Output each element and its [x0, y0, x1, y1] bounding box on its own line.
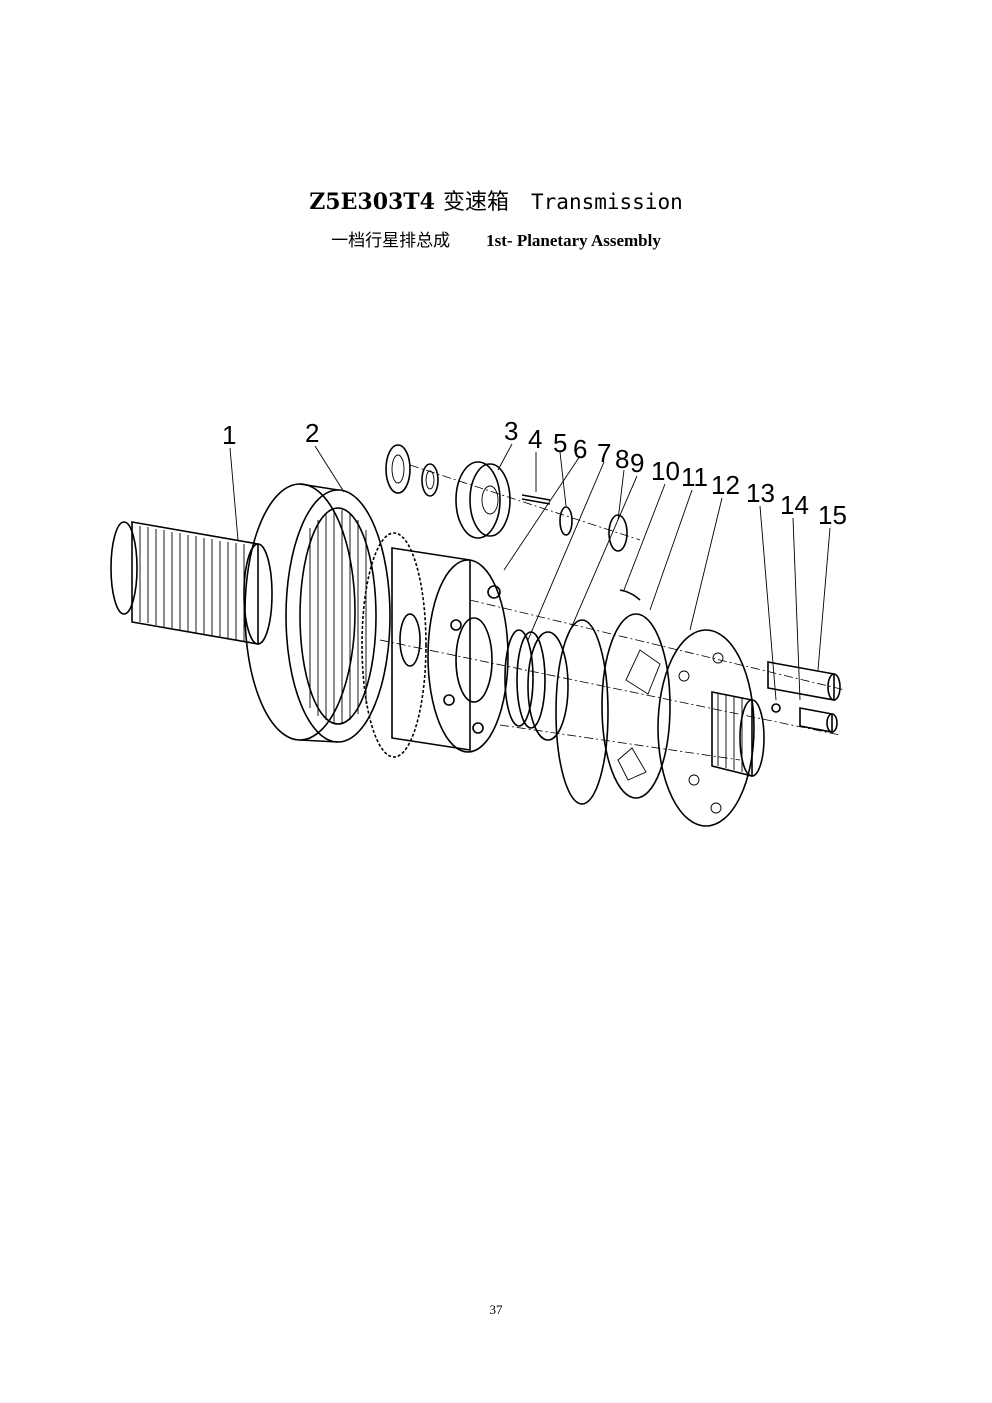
- callout-8: 8: [615, 444, 629, 474]
- callout-1: 1: [222, 420, 236, 450]
- subtitle-en: 1st- Planetary Assembly: [486, 231, 661, 250]
- callout-14: 14: [780, 490, 809, 520]
- part-3-planet-gear: [455, 461, 511, 539]
- model-code: Z5E303T4: [309, 189, 435, 215]
- page-subtitle: 一档行星排总成 1st- Planetary Assembly: [0, 226, 992, 251]
- callout-4: 4: [528, 424, 542, 454]
- callout-11: 11: [681, 462, 708, 492]
- callout-10: 10: [651, 456, 680, 486]
- callout-leader-lines: [229, 443, 831, 701]
- callout-5: 5: [553, 428, 567, 458]
- page-title: Z5E303T4 变速箱 Transmission: [0, 184, 992, 216]
- callout-9: 9: [630, 448, 644, 478]
- callout-12: 12: [711, 470, 740, 500]
- part-12-output-hub: [657, 629, 765, 827]
- part-11-thrust-plate: [601, 613, 671, 799]
- title-cn: 变速箱: [443, 190, 510, 215]
- top-row-small-parts: [385, 444, 641, 601]
- callout-13: 13: [746, 478, 775, 508]
- subtitle-cn: 一档行星排总成: [331, 231, 451, 251]
- bearing-and-snap-rings: [504, 619, 609, 805]
- callout-7: 7: [597, 438, 611, 468]
- callout-numbers: 1 2 3 4 5 6 7 8 9 10 11 12 13 14 15: [222, 416, 847, 530]
- title-en: Transmission: [531, 190, 683, 214]
- planet-carrier: [361, 532, 509, 758]
- part-1-spline-shaft: [110, 521, 273, 645]
- page-number: 37: [489, 1302, 503, 1317]
- callout-6: 6: [573, 434, 587, 464]
- assembly-axis-lines: [379, 464, 846, 761]
- callout-15: 15: [818, 500, 847, 530]
- callout-3: 3: [504, 416, 518, 446]
- part-2-ring-gear: [244, 483, 391, 743]
- callout-2: 2: [305, 418, 319, 448]
- parts-13-15-pins: [767, 661, 841, 733]
